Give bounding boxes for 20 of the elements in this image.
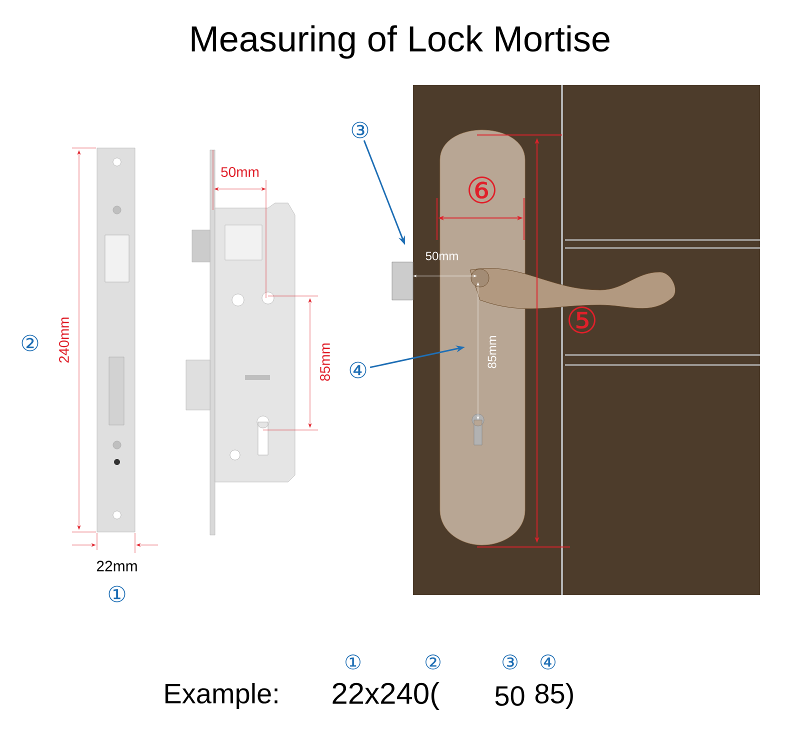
dimension-label: 85mm bbox=[320, 343, 330, 381]
callout-number: ⑥ bbox=[468, 176, 496, 204]
callout-number: ① bbox=[346, 654, 360, 670]
example-value: 50 bbox=[495, 686, 524, 706]
callout-number: ③ bbox=[352, 122, 368, 138]
callout-number: ③ bbox=[502, 654, 518, 670]
dimension-label: 50mm bbox=[221, 167, 259, 177]
callout-number: ② bbox=[426, 654, 440, 670]
dimension-label: 240mm bbox=[59, 318, 69, 363]
callout-number: ④ bbox=[350, 362, 366, 378]
callout-number: ② bbox=[22, 334, 38, 352]
example-value: 22x240( bbox=[332, 682, 440, 710]
example-value: 85) bbox=[535, 682, 573, 710]
callout-number: ④ bbox=[540, 654, 556, 670]
dimension-label: 22mm bbox=[96, 560, 137, 572]
dimension-label: 85mm bbox=[488, 336, 496, 368]
example-label: Example: bbox=[166, 682, 278, 710]
title: Measuring of Lock Mortise bbox=[192, 25, 610, 59]
callout-number: ⑤ bbox=[568, 306, 596, 334]
callout-number: ① bbox=[108, 586, 126, 602]
